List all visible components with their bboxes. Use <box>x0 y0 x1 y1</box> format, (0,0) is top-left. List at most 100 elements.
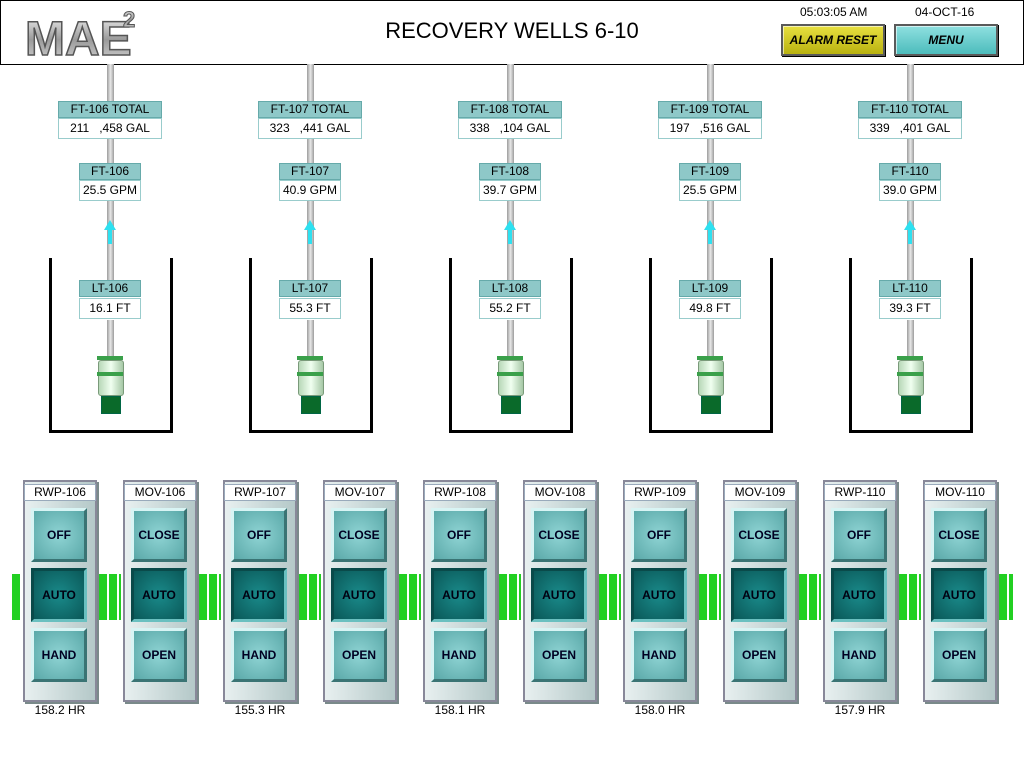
pipe-segment <box>507 64 514 102</box>
panel-label: MOV-106 <box>124 484 196 501</box>
pump-hand-button[interactable]: HAND <box>31 628 87 682</box>
logo-text: MAE <box>25 13 132 61</box>
logo-superscript: 2 <box>123 7 135 32</box>
pump-mid-band <box>297 372 323 376</box>
pump-mid-band <box>97 372 123 376</box>
panel-label: MOV-107 <box>324 484 396 501</box>
pump-hand-button[interactable]: HAND <box>831 628 887 682</box>
pump-off-button[interactable]: OFF <box>631 508 687 562</box>
level-tag: LT-109 <box>679 280 741 297</box>
alarm-reset-button[interactable]: ALARM RESET <box>781 24 885 56</box>
flow-arrow-head <box>704 220 716 230</box>
panel-label: RWP-110 <box>824 484 896 501</box>
pump-body <box>298 360 324 396</box>
flow-arrow-stem <box>708 230 712 244</box>
menu-button[interactable]: MENU <box>894 24 998 56</box>
clock-time: 05:03:05 AM <box>800 5 868 19</box>
valve-auto-button[interactable]: AUTO <box>731 568 787 622</box>
pump-motor <box>901 396 921 414</box>
pipe-segment <box>907 139 914 163</box>
pump-mid-band <box>897 372 923 376</box>
flow-tag: FT-108 <box>479 163 541 180</box>
auto-status-bar <box>99 574 121 620</box>
flow-total-units: ,104 GAL <box>499 121 551 135</box>
pump-auto-button[interactable]: AUTO <box>31 568 87 622</box>
well-tank <box>849 258 973 433</box>
valve-close-button[interactable]: CLOSE <box>731 508 787 562</box>
flow-total-units: ,441 GAL <box>299 121 351 135</box>
flow-total-value: 323 ,441 GAL <box>258 118 362 139</box>
flow-total-thousands: 211 <box>70 121 90 135</box>
valve-close-button[interactable]: CLOSE <box>131 508 187 562</box>
auto-status-bar <box>799 574 821 620</box>
well-tank <box>249 258 373 433</box>
flow-total-tag: FT-109 TOTAL <box>658 101 762 118</box>
valve-auto-button[interactable]: AUTO <box>331 568 387 622</box>
flow-arrow-head <box>104 220 116 230</box>
valve-open-button[interactable]: OPEN <box>531 628 587 682</box>
pump-off-button[interactable]: OFF <box>831 508 887 562</box>
pump-off-button[interactable]: OFF <box>31 508 87 562</box>
flow-total-value: 338,104 GAL <box>458 118 562 139</box>
pump-off-button[interactable]: OFF <box>231 508 287 562</box>
pump-runtime-hours: 158.2 HR <box>34 703 86 717</box>
pump-hand-button[interactable]: HAND <box>631 628 687 682</box>
level-value: 55.3 FT <box>279 298 341 319</box>
auto-status-bar <box>699 574 721 620</box>
flow-total-thousands: 339 <box>869 121 890 135</box>
pipe-segment <box>907 320 914 356</box>
valve-close-button[interactable]: CLOSE <box>331 508 387 562</box>
flow-total-thousands: 323 <box>269 121 290 135</box>
pump-body <box>898 360 924 396</box>
pipe-segment <box>107 320 114 356</box>
pump-auto-button[interactable]: AUTO <box>831 568 887 622</box>
flow-arrow-stem <box>108 230 112 244</box>
flow-rate-value: 39.0 GPM <box>879 180 941 201</box>
flow-rate-value: 39.7 GPM <box>479 180 541 201</box>
pump-hand-button[interactable]: HAND <box>231 628 287 682</box>
valve-open-button[interactable]: OPEN <box>331 628 387 682</box>
level-tag: LT-110 <box>879 280 941 297</box>
auto-status-bar <box>399 574 421 620</box>
pump-auto-button[interactable]: AUTO <box>231 568 287 622</box>
valve-auto-button[interactable]: AUTO <box>931 568 987 622</box>
flow-total-units: ,401 GAL <box>899 121 951 135</box>
valve-open-button[interactable]: OPEN <box>931 628 987 682</box>
flow-total-tag: FT-110 TOTAL <box>858 101 962 118</box>
pipe-segment <box>307 64 314 102</box>
flow-total-units: ,458 GAL <box>99 121 150 135</box>
pump-hand-button[interactable]: HAND <box>431 628 487 682</box>
pump-auto-button[interactable]: AUTO <box>631 568 687 622</box>
valve-open-button[interactable]: OPEN <box>131 628 187 682</box>
valve-auto-button[interactable]: AUTO <box>531 568 587 622</box>
pump-runtime-hours: 157.9 HR <box>834 703 886 717</box>
pump-motor <box>701 396 721 414</box>
level-tag: LT-108 <box>479 280 541 297</box>
auto-status-bar <box>999 574 1013 620</box>
flow-rate-value: 25.5 GPM <box>679 180 741 201</box>
pump-motor <box>301 396 321 414</box>
flow-total-value: 197,516 GAL <box>658 118 762 139</box>
page-title: RECOVERY WELLS 6-10 <box>385 18 639 43</box>
level-value: 39.3 FT <box>879 298 941 319</box>
pump-off-button[interactable]: OFF <box>431 508 487 562</box>
panel-label: MOV-110 <box>924 484 996 501</box>
valve-close-button[interactable]: CLOSE <box>531 508 587 562</box>
valve-open-button[interactable]: OPEN <box>731 628 787 682</box>
pump-auto-button[interactable]: AUTO <box>431 568 487 622</box>
valve-auto-button[interactable]: AUTO <box>131 568 187 622</box>
pipe-segment <box>907 64 914 102</box>
flow-rate-value: 40.9 GPM <box>279 180 341 201</box>
well-tank <box>49 258 173 433</box>
auto-status-bar <box>599 574 621 620</box>
pump-body <box>698 360 724 396</box>
pipe-segment <box>507 139 514 163</box>
flow-arrow-stem <box>908 230 912 244</box>
mae2-logo: MAE 2 <box>24 7 136 62</box>
flow-arrow-stem <box>308 230 312 244</box>
pump-motor <box>101 396 121 414</box>
flow-tag: FT-107 <box>279 163 341 180</box>
level-value: 49.8 FT <box>679 298 741 319</box>
pump-runtime-hours: 158.0 HR <box>634 703 686 717</box>
valve-close-button[interactable]: CLOSE <box>931 508 987 562</box>
